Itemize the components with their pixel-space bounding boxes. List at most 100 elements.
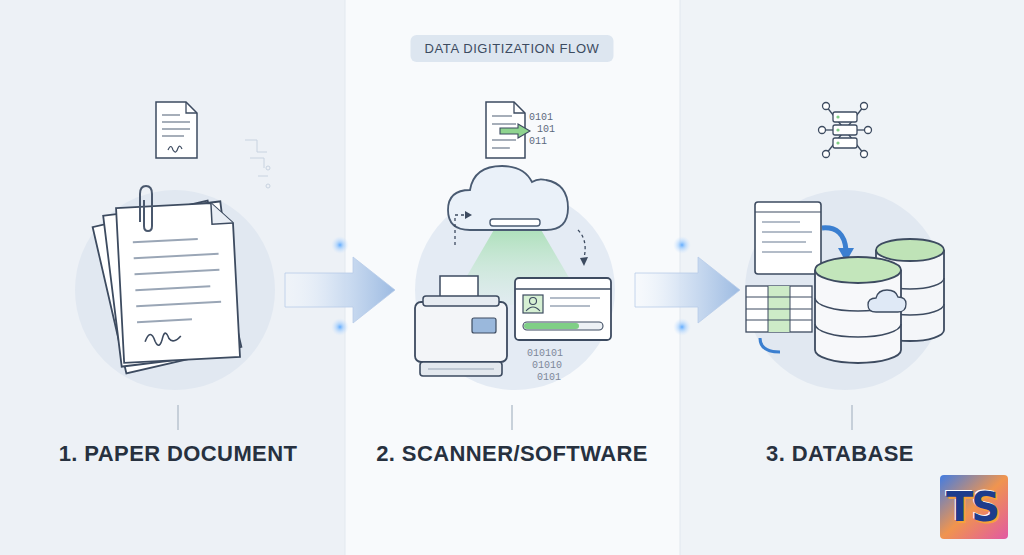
scanner-illustration-part <box>472 318 496 333</box>
scanner-illustration-part <box>511 405 513 430</box>
paper-illustration-part-part <box>135 270 220 274</box>
stage-label: 3. DATABASE <box>766 441 914 467</box>
database-illustration-part-part <box>823 103 830 110</box>
scanner-illustration-part <box>515 278 611 340</box>
scanner-illustration-part <box>580 257 588 266</box>
scanner-illustration-part <box>550 305 590 307</box>
logo-badge-part <box>940 475 1008 539</box>
scanner-illustration-part-part <box>492 123 516 124</box>
scanner-illustration-part <box>526 307 540 311</box>
scanner-illustration-part <box>530 298 537 305</box>
glow-dots-part <box>331 318 349 336</box>
diagram-title: DATA DIGITIZATION FLOW <box>411 35 614 62</box>
flow-arrow <box>635 257 740 323</box>
paper-illustration-part-part <box>133 239 198 242</box>
paper-illustration-part-part <box>162 128 190 129</box>
database-illustration-part-part <box>823 151 830 158</box>
database-illustration-part <box>819 103 872 158</box>
panels-part <box>0 0 345 555</box>
paper-illustration-part <box>177 405 179 430</box>
database-illustration-part-part <box>861 103 868 110</box>
database-illustration-part <box>745 190 945 390</box>
database-illustration-part-part <box>836 128 839 131</box>
database-illustration-part-part <box>833 138 857 148</box>
logo-badge <box>940 475 1008 539</box>
paper-illustration-part-part <box>266 184 270 188</box>
scanner-illustration-part <box>415 190 615 390</box>
scanner-illustration-part <box>514 102 525 113</box>
database-illustration-part <box>822 228 846 250</box>
scanner-illustration-part-part <box>492 115 512 116</box>
panels-part <box>345 0 680 555</box>
database-illustration-part-part <box>833 112 857 122</box>
glow-dots-part <box>673 318 691 336</box>
stage-node: 3. DATABASE <box>740 185 950 395</box>
paper-illustration-part-part <box>135 286 210 290</box>
database-illustration-part-part <box>762 231 812 233</box>
database-illustration-part-part <box>746 320 812 321</box>
paper-illustration-part <box>133 238 222 322</box>
paper-illustration-part-part <box>162 121 190 122</box>
binary-digits: 0101 <box>537 373 561 383</box>
scanner-illustration-part <box>465 211 472 219</box>
scanner-illustration-part <box>428 368 494 369</box>
paper-illustration-part <box>156 102 197 158</box>
paper-illustration-part <box>162 115 190 136</box>
panels-part <box>680 0 1024 555</box>
scanner-illustration-part <box>524 323 579 329</box>
database-illustration-part <box>755 202 821 274</box>
database-illustration-part <box>815 324 901 337</box>
paper-illustration-part-part <box>245 140 267 152</box>
database-illustration-part <box>746 286 812 332</box>
stage-node: 1. PAPER DOCUMENT <box>65 185 285 395</box>
paper-illustration-part <box>186 102 197 113</box>
database-illustration-part <box>760 338 780 352</box>
scanner-illustration-part <box>523 295 543 313</box>
paper-illustration-part <box>75 190 275 390</box>
paper-illustration-part <box>93 201 242 374</box>
paper-illustration <box>75 102 275 430</box>
database-illustration-part-part <box>833 125 857 135</box>
glow-dots-part <box>673 236 691 254</box>
scanner-illustration-part <box>420 362 502 376</box>
database-illustration-part-part <box>762 241 806 243</box>
paper-illustration-part <box>145 332 182 346</box>
stage-label: 1. PAPER DOCUMENT <box>59 441 298 467</box>
database-illustration-part <box>815 257 901 283</box>
database-illustration-part <box>755 211 821 212</box>
scanner-illustration-part <box>550 297 600 299</box>
database-illustration-part <box>762 222 812 252</box>
database-illustration-part-part <box>746 297 812 298</box>
paper-illustration-part-part <box>136 302 221 306</box>
glow-dots-part <box>331 236 349 254</box>
panels-part <box>345 0 346 555</box>
database-illustration-part-part <box>768 286 769 332</box>
paper-illustration-part-part <box>266 166 270 170</box>
paper-illustration-part-part <box>137 319 192 322</box>
database-illustration-part-part <box>762 221 800 223</box>
paper-illustration-part <box>116 202 240 363</box>
scanner-illustration-part <box>448 166 568 230</box>
paper-illustration-part-part <box>134 254 219 258</box>
database-illustration-part <box>876 239 944 261</box>
database-illustration-part-part <box>836 141 839 144</box>
scanner-illustration-part <box>523 322 603 330</box>
scanner-illustration-part <box>490 219 540 226</box>
scanner-illustration-part <box>423 296 499 306</box>
scanner-illustration-part <box>415 302 507 362</box>
scanner-illustration-part <box>578 230 585 258</box>
binary-digits: 011 <box>529 137 547 147</box>
paper-illustration-part-part <box>258 176 268 177</box>
logo-mark: TS <box>946 487 998 527</box>
paper-illustration-part-part <box>162 135 184 136</box>
database-illustration-part <box>746 286 812 332</box>
panels-part <box>680 0 681 555</box>
binary-digits: 010101 <box>527 349 563 359</box>
binary-digits: 0101 <box>529 113 553 123</box>
database-illustration-part-part <box>861 151 868 158</box>
database-illustration-part <box>868 290 906 312</box>
scanner-illustration <box>415 102 615 430</box>
database-illustration-part <box>836 115 839 144</box>
